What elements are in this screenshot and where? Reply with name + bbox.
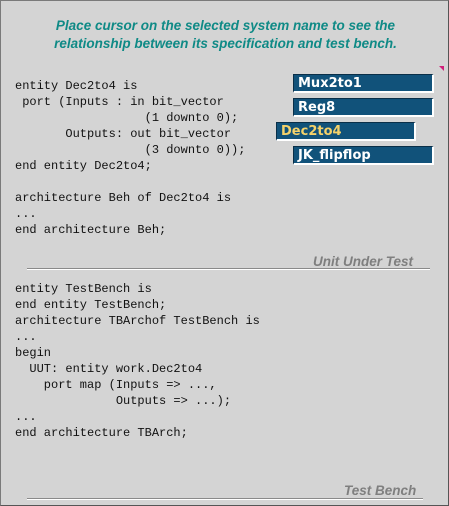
code-line: (3 downto 0)); [15, 143, 246, 157]
unit-under-test-label: Unit Under Test [313, 254, 414, 269]
corner-marker-icon [435, 66, 444, 71]
section-divider [27, 498, 423, 500]
code-line: architecture Beh of Dec2to4 is [15, 191, 232, 205]
code-line: architecture TBArchof TestBench is [15, 314, 260, 328]
specification-code: entity Dec2to4 is port (Inputs : in bit_… [15, 78, 245, 238]
code-line [15, 174, 245, 190]
code-line: port (Inputs : in bit_vector [15, 95, 224, 109]
code-line: end entity TestBench; [15, 298, 167, 312]
code-line: Outputs => ...); [15, 394, 232, 408]
system-button-reg8[interactable]: Reg8 [293, 98, 434, 117]
system-button-dec2to4[interactable]: Dec2to4 [276, 122, 416, 141]
instruction-text: Place cursor on the selected system name… [1, 17, 449, 53]
code-line: ... [15, 330, 37, 344]
system-button-mux2to1[interactable]: Mux2to1 [293, 74, 434, 93]
code-line: port map (Inputs => ..., [15, 378, 217, 392]
system-button-jk-flipflop[interactable]: JK_flipflop [293, 146, 434, 165]
code-line: entity Dec2to4 is [15, 79, 138, 93]
code-line: entity TestBench is [15, 282, 152, 296]
code-line: end architecture TBArch; [15, 426, 188, 440]
section-divider [27, 268, 430, 270]
instruction-line-1: Place cursor on the selected system name… [55, 18, 396, 33]
test-bench-label: Test Bench [344, 483, 417, 498]
testbench-code: entity TestBench is end entity TestBench;… [15, 281, 260, 441]
code-line: begin [15, 346, 52, 360]
code-line: Outputs: out bit_vector [15, 127, 232, 141]
code-line: end entity Dec2to4; [15, 159, 152, 173]
code-line: end architecture Beh; [15, 223, 167, 237]
instruction-line-2: relationship between its specification a… [54, 36, 397, 51]
code-line: ... [15, 207, 37, 221]
code-line: (1 downto 0); [15, 111, 239, 125]
code-line: UUT: entity work.Dec2to4 [15, 362, 203, 376]
code-line: ... [15, 410, 37, 424]
